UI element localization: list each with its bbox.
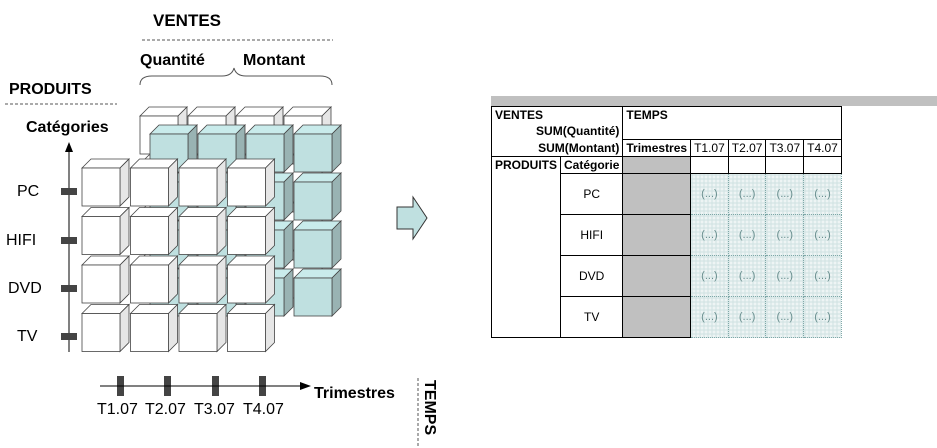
ventes-label: VENTES [153,11,221,30]
categorie-header: Catégorie [560,156,624,174]
product-label-dvd: DVD [8,280,42,297]
cube-front [129,303,179,353]
cube-front [129,206,179,256]
cube-front [226,158,276,207]
transform-arrow-icon [396,195,428,241]
cube-front [81,255,130,304]
horizontal-axis-arrow [300,382,311,390]
olap-cube-diagram: VENTES Quantité Montant PRODUITS Catégor… [5,11,438,446]
period-label-t3: T3.07 [194,401,235,418]
cube-front [81,206,130,256]
product-tick [61,237,77,244]
period-header: T2.07 [727,139,767,157]
product-tick [61,188,77,195]
cube-teal [293,220,342,269]
gray-cell [622,173,692,215]
cube-front [226,303,276,353]
period-label-t2: T2.07 [145,401,186,418]
cube-teal [293,172,342,221]
cube-front [226,255,276,304]
product-tick [61,333,77,340]
pivot-table: VENTES TEMPS SUM(Quantité) SUM(Montant) … [490,106,842,338]
table-top-bar [491,96,937,106]
cube-grid [81,106,342,353]
period-header: T3.07 [765,139,805,157]
product-tick [61,285,77,292]
cube-front [226,206,276,256]
measures-brace [139,67,333,86]
cube-front [178,303,227,353]
period-header: T4.07 [803,139,842,157]
cube-teal [293,268,342,317]
produits-header: PRODUITS [490,156,562,174]
sum-quantite: SUM(Quantité) [490,123,624,140]
cube-teal [293,124,342,173]
cube-front [178,255,227,304]
period-header: T1.07 [690,139,729,157]
trimestres-label: Trimestres [314,385,395,402]
cube-front [178,158,227,207]
period-label-t1: T1.07 [97,401,138,418]
temps-header: TEMPS [622,106,842,123]
period-label-t4: T4.07 [243,401,284,418]
vertical-axis-arrow [65,142,73,152]
produits-label: PRODUITS [9,81,92,98]
cube-front [81,303,130,353]
product-label-pc: PC [17,183,39,200]
product-label-hifi: HIFI [6,232,36,249]
cube-front [129,255,179,304]
row-label-tv: TV [560,296,624,338]
temps-spacer [622,123,842,140]
trimestres-header: Trimestres [622,139,692,157]
row-label-pc: PC [560,173,624,215]
row-label-dvd: DVD [560,255,624,297]
temps-label: TEMPS [421,380,438,435]
cube-front [129,158,179,207]
sum-montant: SUM(Montant) [490,139,624,157]
categories-label: Catégories [26,119,109,136]
measure-montant: Montant [243,52,306,69]
ventes-header: VENTES [490,106,624,123]
cube-front [81,158,130,207]
measure-quantite: Quantité [140,52,205,69]
row-label-hifi: HIFI [560,214,624,256]
cube-front [178,206,227,256]
product-label-tv: TV [17,328,38,345]
